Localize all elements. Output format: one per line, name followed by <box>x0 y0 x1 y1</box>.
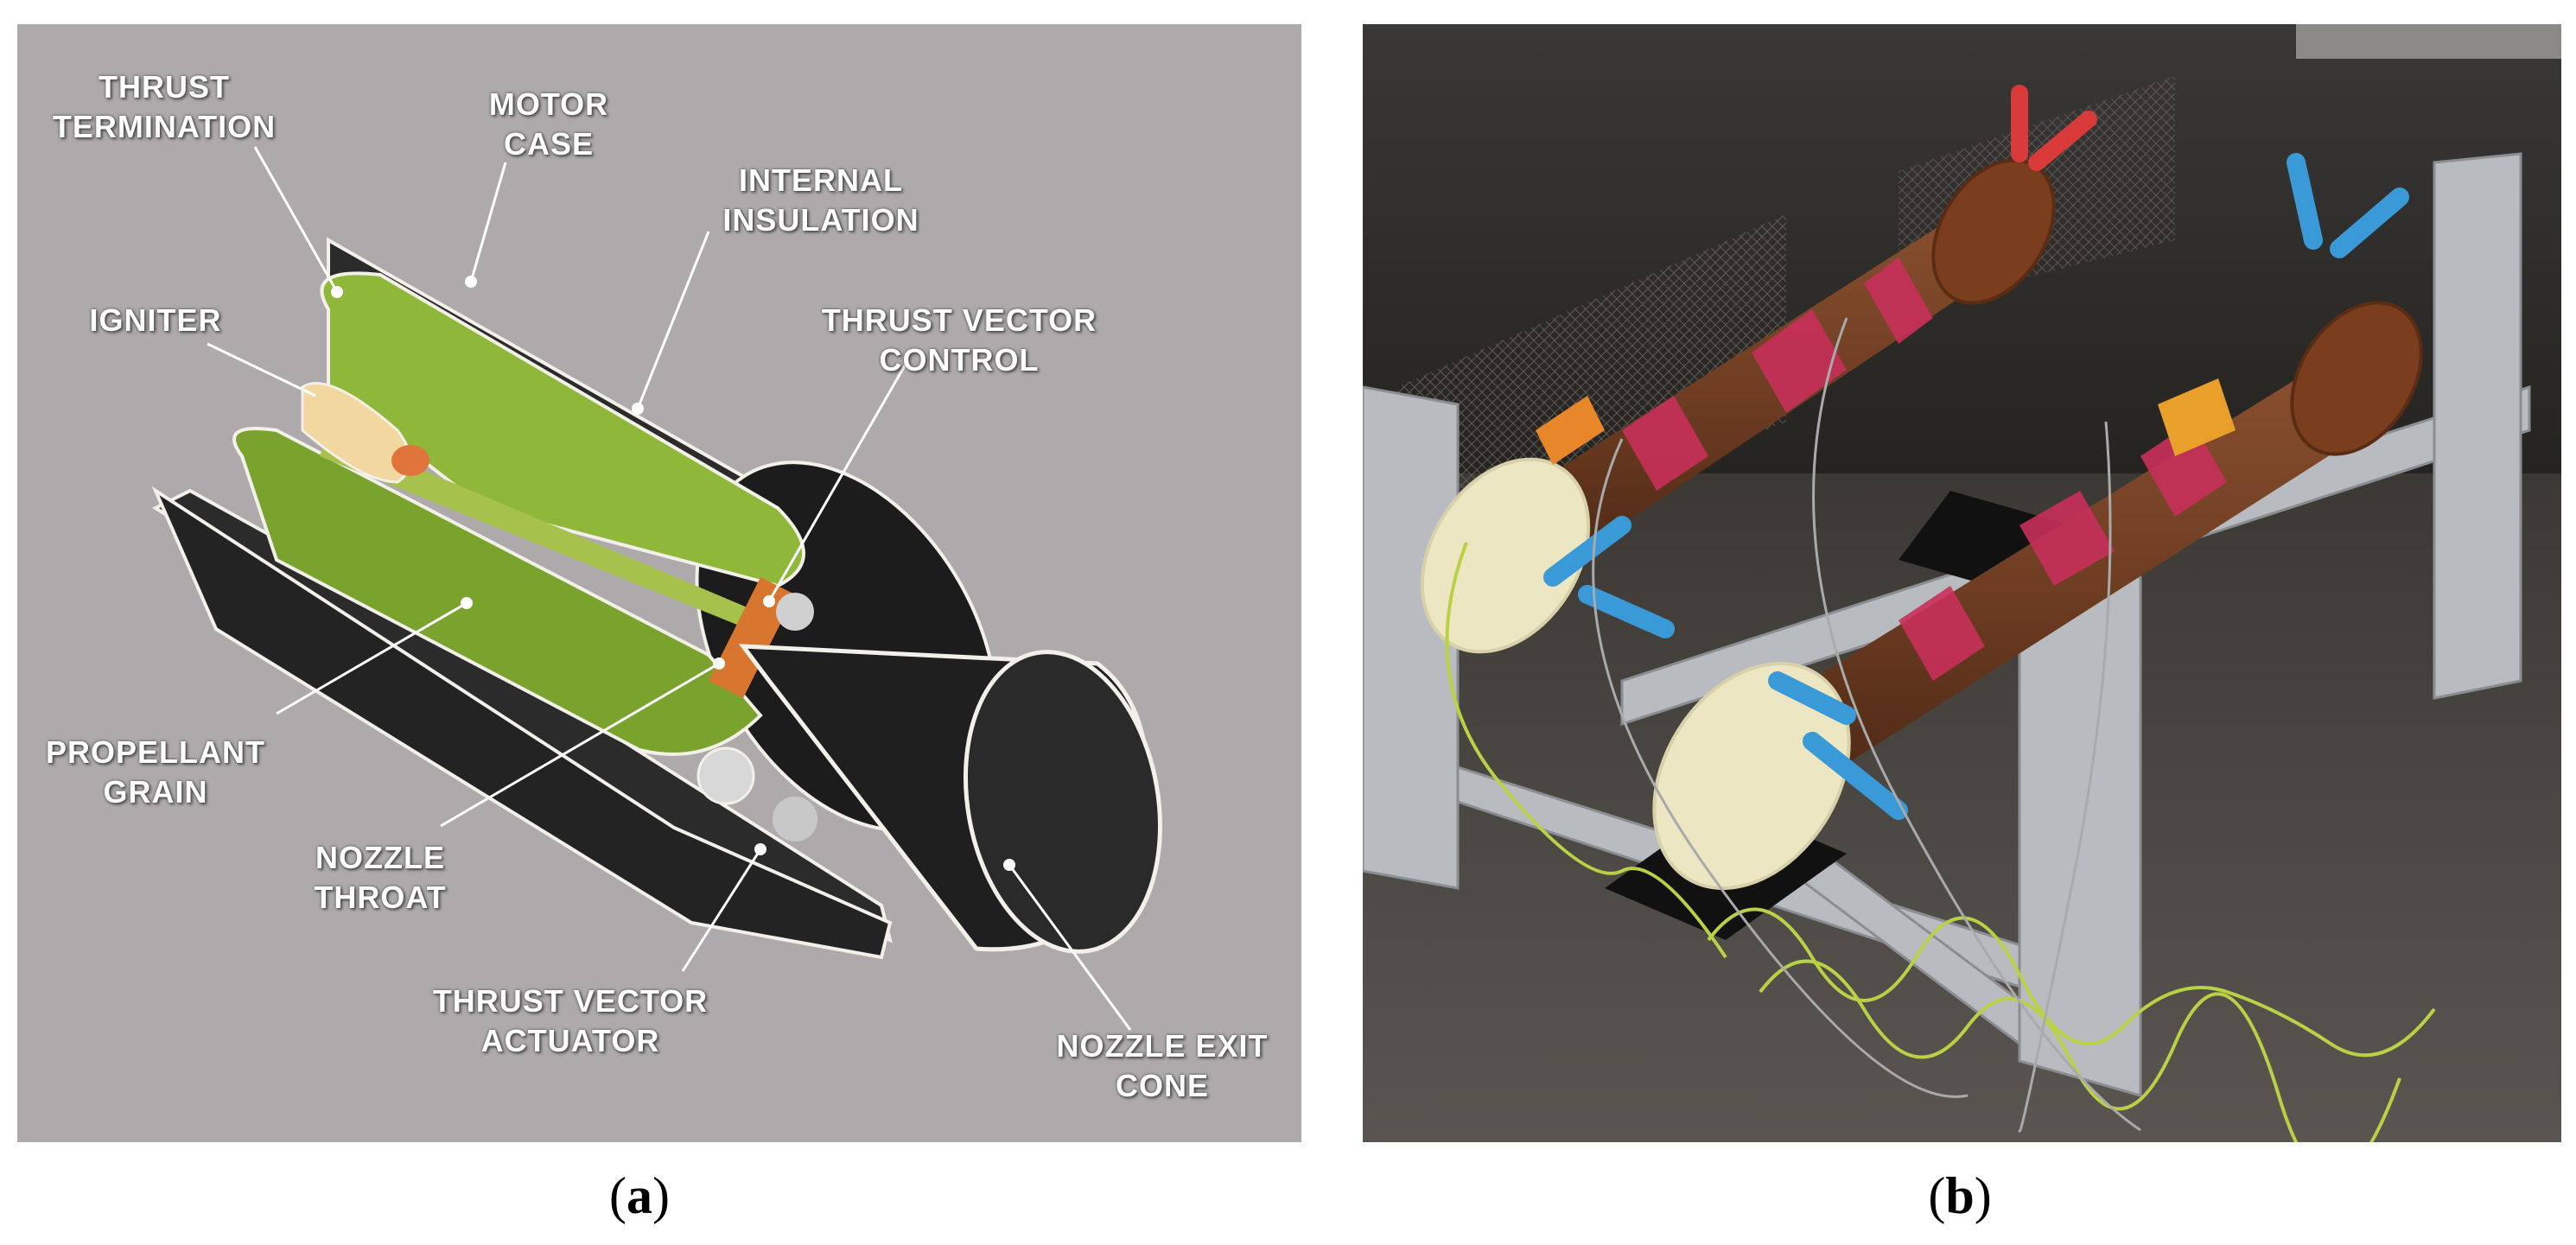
igniter-tip <box>391 445 429 476</box>
nozzle-exit-opening <box>963 650 1163 954</box>
propellant-grain-upper <box>320 271 805 588</box>
photo-illustration <box>1363 24 2561 1142</box>
rocket-motors-test-rack-photo <box>1363 24 2561 1142</box>
right-motor-end-cap <box>1652 661 1851 891</box>
leader-thrust-vector-control <box>767 360 909 602</box>
label-line: MOTOR <box>488 86 609 122</box>
right-motor-tape <box>1899 422 2227 681</box>
label-motor-case: MOTOR CASE <box>462 85 635 164</box>
leader-thrust-vector-actuator <box>681 848 762 972</box>
thrust-vector-actuator-part <box>773 797 817 842</box>
label-line: GRAIN <box>103 774 208 810</box>
label-thrust-termination: THRUST TERMINATION <box>26 67 302 147</box>
label-line: ACTUATOR <box>480 1023 660 1058</box>
label-line: TERMINATION <box>52 109 277 144</box>
leader-motor-case <box>469 162 507 283</box>
thrust-vector-control-part <box>776 593 814 631</box>
caption-a: (a) <box>609 1167 670 1224</box>
leader-nozzle-throat <box>440 662 720 828</box>
ground-wires <box>1445 542 2436 1142</box>
label-igniter: IGNITER <box>69 301 242 340</box>
hazard-label <box>1536 396 1605 465</box>
label-line: THRUST VECTOR <box>432 983 709 1019</box>
label-line: INSULATION <box>722 202 919 238</box>
label-line: CONE <box>1115 1068 1209 1103</box>
left-motor-tape <box>1622 257 1933 491</box>
label-line: THRUST <box>99 69 230 105</box>
label-line: NOZZLE <box>315 840 445 875</box>
leader-propellant-grain <box>276 601 467 715</box>
label-line: THRUST VECTOR <box>821 302 1097 338</box>
label-nozzle-throat: NOZZLE THROAT <box>294 838 467 918</box>
label-nozzle-exit-cone: NOZZLE EXIT CONE <box>1041 1026 1283 1106</box>
chamber-ceiling-light <box>2296 24 2561 59</box>
leader-internal-insulation <box>636 231 710 410</box>
hazard-label <box>2158 378 2236 456</box>
label-propellant-grain: PROPELLANT GRAIN <box>35 733 277 812</box>
label-internal-insulation: INTERNAL INSULATION <box>691 161 951 240</box>
label-thrust-vector-actuator: THRUST VECTOR ACTUATOR <box>423 981 717 1061</box>
propellant-grain-lower <box>232 427 763 756</box>
label-line: NOZZLE EXIT <box>1056 1028 1269 1064</box>
thrust-vector-actuator-part <box>696 746 755 805</box>
leader-thrust-termination <box>253 146 339 293</box>
red-clamps <box>2011 85 2097 171</box>
left-motor-end-cap <box>1420 457 1591 654</box>
caption-a-letter: a <box>627 1167 652 1224</box>
caption-b: (b) <box>1928 1167 1992 1224</box>
solid-rocket-motor-cutaway-diagram: THRUST TERMINATION MOTOR CASE INTERNAL I… <box>17 24 1301 1142</box>
caption-b-letter: b <box>1945 1167 1975 1224</box>
motor-case-lower-wall <box>151 486 893 960</box>
label-line: PROPELLANT <box>45 734 265 770</box>
leader-igniter <box>207 342 316 397</box>
blue-clamps <box>1543 153 2409 820</box>
propellant-bore <box>320 430 778 638</box>
label-line: THROAT <box>314 880 447 915</box>
label-line: CONTROL <box>879 342 1040 378</box>
label-line: INTERNAL <box>739 162 903 198</box>
label-line: IGNITER <box>89 302 222 338</box>
insulation-liner <box>709 577 795 698</box>
sensor-cables <box>1592 317 2141 1133</box>
right-motor-flange <box>2290 301 2423 456</box>
motor-cutaway-drawing <box>151 146 1163 1031</box>
label-line: CASE <box>503 126 595 162</box>
label-thrust-vector-control: THRUST VECTOR CONTROL <box>812 301 1106 380</box>
leader-nozzle-exit-cone <box>1008 864 1132 1031</box>
